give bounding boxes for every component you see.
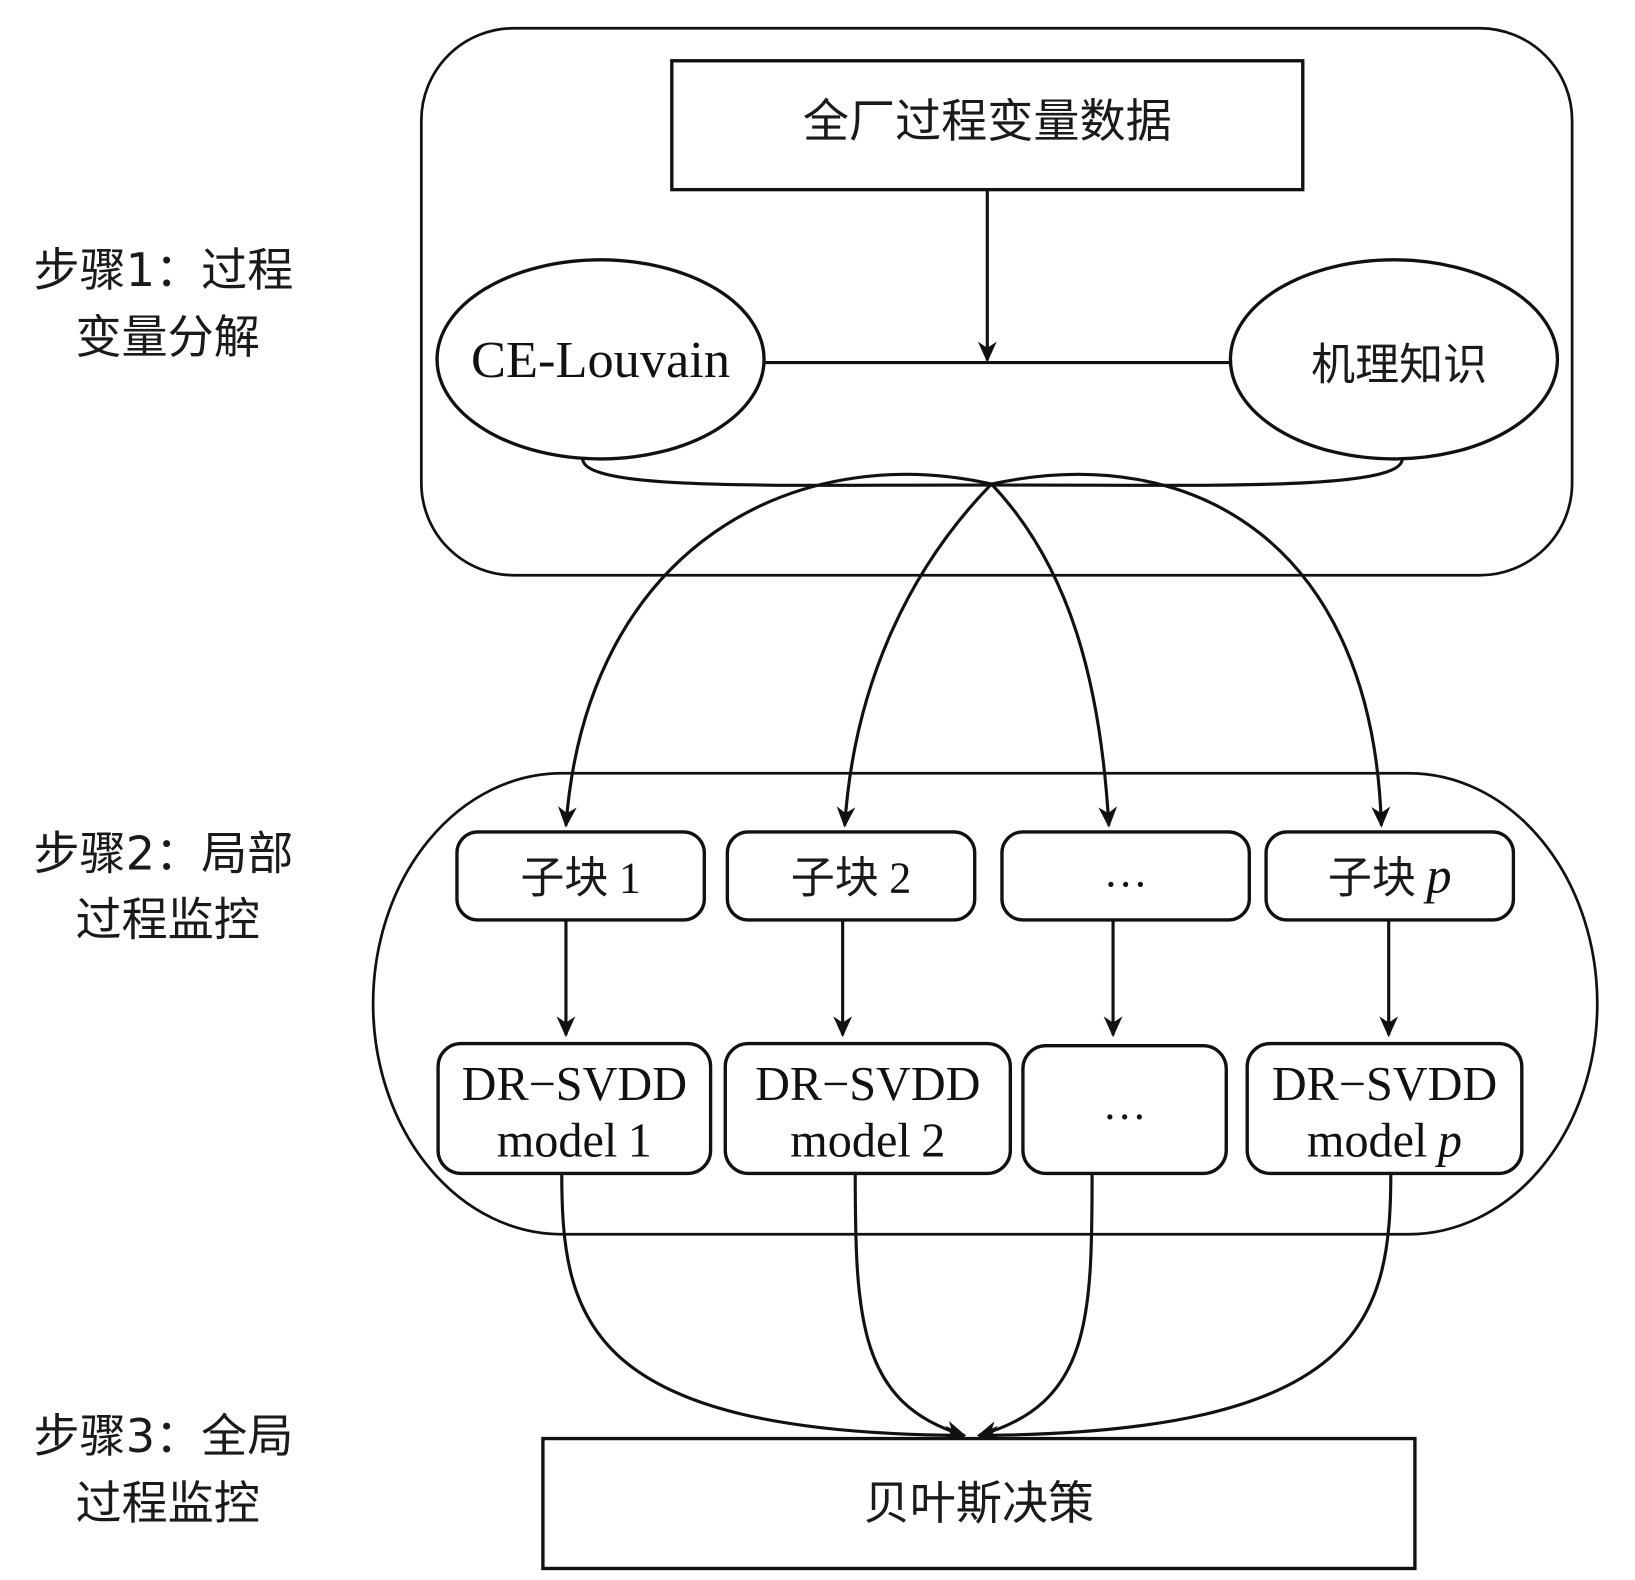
subblock-ellipsis-box [1000,830,1251,922]
step-2-label-line2: 过程监控 [75,893,259,947]
model-p-box [1245,1041,1524,1176]
step-3-label-line1: 步骤3：全局 [34,1409,294,1463]
ce-louvain-label: CE-Louvain [471,331,730,389]
subblock-2-box [725,830,977,922]
model-p-line1: DR−SVDD [1272,1058,1497,1111]
subblock-p-prefix: 子块 [1328,853,1416,904]
subblock-ellipsis-label: … [1104,847,1148,896]
model-2-box [723,1041,1013,1176]
bayesian-decision-label: 贝叶斯决策 [864,1476,1095,1530]
step-3-label: 步骤3：全局 过程监控 [34,1409,294,1530]
arrow-model-ellipsis-to-decision [976,1173,1094,1440]
step-1-label: 步骤1：过程 变量分解 [34,243,294,364]
arrow-to-subblock-p [991,472,1391,828]
subblock-2-index: 2 [889,854,911,903]
step-2-label: 步骤2：局部 过程监控 [34,827,294,947]
merge-brace [581,458,1404,487]
step-2-container [371,771,1599,1236]
model-1-line1: DR−SVDD [462,1058,687,1111]
model-ellipsis: … [1021,1043,1228,1176]
model-p-prefix: model [1307,1115,1427,1168]
model-2-line1: DR−SVDD [755,1058,980,1111]
model-2-index: 2 [921,1115,945,1168]
bayesian-decision-box [541,1436,1417,1571]
step-2-label-line1: 步骤2：局部 [34,827,294,881]
mechanism-knowledge-label: 机理知识 [1311,339,1487,390]
step-1-label-line1: 步骤1：过程 [34,243,294,297]
arrow-model-2-to-decision [853,1173,967,1440]
arrow-to-subblock-ellipsis [990,482,1118,828]
model-ellipsis-box [1021,1043,1228,1176]
subblock-p-index: p [1423,848,1451,904]
arrow-model-1-to-decision [560,1173,967,1445]
arrow-model-p-to-decision [976,1173,1393,1445]
step-3-label-line2: 过程监控 [75,1476,259,1530]
model-p-index: p [1435,1115,1462,1168]
subblock-1-index: 1 [619,854,641,903]
plant-data-label: 全厂过程变量数据 [803,94,1172,148]
step-1-label-line2: 变量分解 [75,310,259,364]
step-1-container [419,26,1574,577]
model-ellipsis-label: … [1103,1080,1147,1129]
model-1-box [436,1041,713,1176]
model-ellipsis-prefix: … [1103,1080,1147,1129]
subblock-1-prefix: 子块 [520,853,608,904]
arrow-to-subblock-1 [557,472,992,828]
arrow-to-subblock-2 [836,482,993,828]
subblock-2-prefix: 子块 [791,853,879,904]
model-1-index: 1 [628,1115,652,1168]
mechanism-knowledge-node [1228,258,1560,461]
subblock-ellipsis-index: … [1104,847,1148,896]
model-1-prefix: model [497,1115,617,1168]
model-2-prefix: model [790,1115,910,1168]
subblock-1-box [455,830,706,922]
ce-louvain-node [435,258,766,461]
subblock-ellipsis: … [1000,830,1251,922]
